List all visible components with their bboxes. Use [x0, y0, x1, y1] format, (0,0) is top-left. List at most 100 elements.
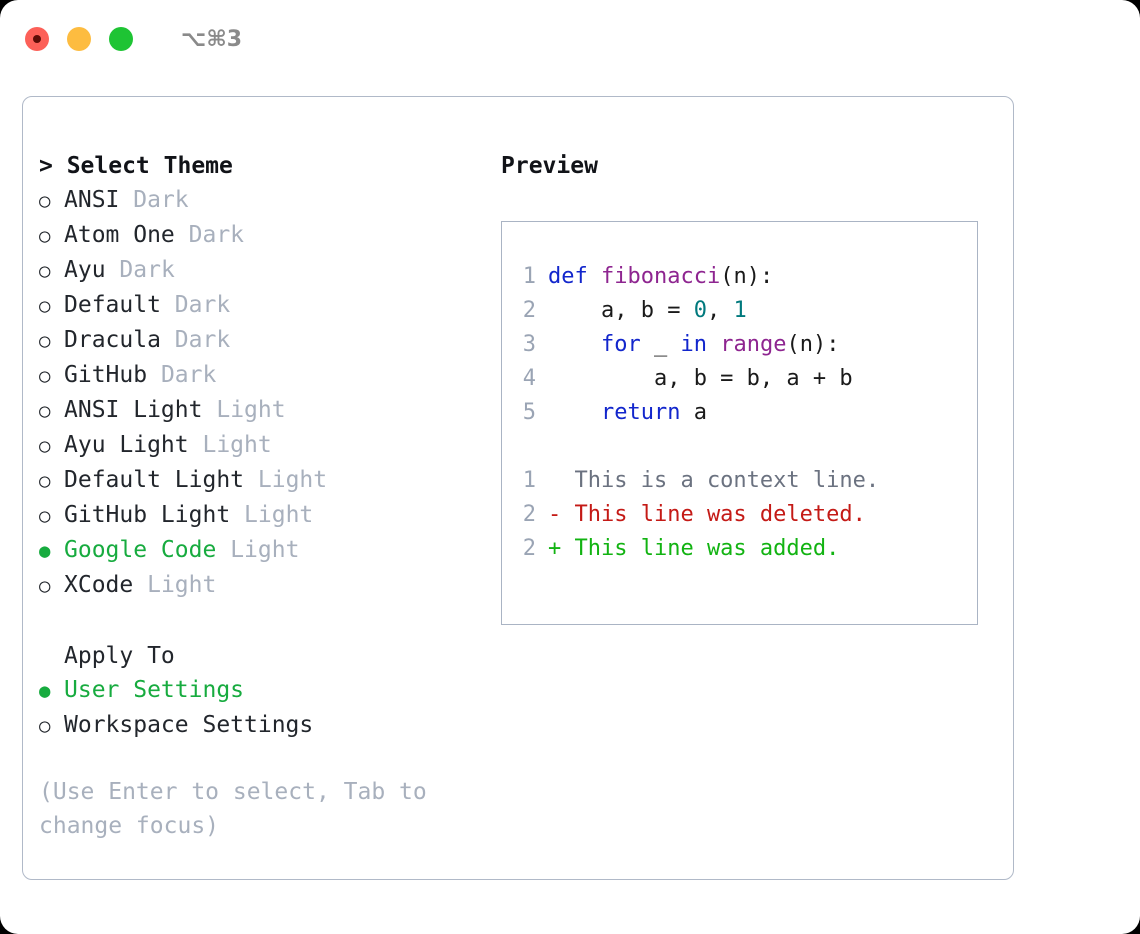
diff-sample: 1 This is a context line.2- This line wa… [502, 464, 977, 566]
minimize-button[interactable] [67, 27, 91, 51]
code-token-plain: a [680, 400, 707, 425]
radio-unselected-icon: ○ [39, 715, 51, 737]
spacer [147, 358, 161, 392]
spacer [244, 463, 258, 497]
radio-unselected-icon: ○ [39, 225, 51, 247]
spacer [161, 288, 175, 322]
code-text: for _ in range(n): [548, 328, 839, 362]
spacer [230, 498, 244, 532]
diff-line: 2- This line was deleted. [502, 498, 977, 532]
close-button[interactable] [25, 27, 49, 51]
theme-option-google-code[interactable]: ●Google Code Light [39, 533, 489, 568]
radio-unselected-icon: ○ [39, 190, 51, 212]
diff-line: 2 + This line was added. [502, 532, 977, 566]
radio-unselected-icon: ○ [39, 575, 51, 597]
theme-option-default[interactable]: ○ Default Dark [39, 288, 489, 323]
apply-option-workspace-settings[interactable]: ○ Workspace Settings [39, 708, 489, 743]
theme-name: Google Code [64, 537, 217, 563]
code-text: a, b = b, a + b [548, 362, 853, 396]
spacer [161, 323, 175, 357]
radio-unselected-icon: ○ [39, 260, 51, 282]
code-token-punc: (n): [720, 264, 774, 289]
theme-variant-tag: Dark [174, 327, 231, 353]
code-text: def fibonacci(n): [548, 260, 773, 294]
theme-option-ansi-light[interactable]: ○ANSI Light Light [39, 393, 489, 428]
line-number: 2 [522, 536, 536, 561]
line-number: 4 [522, 366, 536, 391]
apply-option-label: User Settings [64, 677, 245, 703]
theme-name: Dracula [64, 327, 161, 353]
radio-unselected-icon: ○ [39, 295, 51, 317]
diff-line: 1 This is a context line. [502, 464, 977, 498]
theme-option-ayu-light[interactable]: ○ Ayu Light Light [39, 428, 489, 463]
theme-option-ayu[interactable]: ○Ayu Dark [39, 253, 489, 288]
select-theme-heading: > Select Theme [39, 153, 233, 179]
code-line: 4 a, b = b, a + b [502, 362, 977, 396]
theme-variant-tag: Light [216, 397, 286, 423]
maximize-button[interactable] [109, 27, 133, 51]
theme-list: ○ANSI Dark○Atom One Dark○Ayu Dark○Defaul… [39, 183, 489, 603]
theme-option-github[interactable]: ○GitHub Dark [39, 358, 489, 393]
code-text: return a [548, 396, 707, 430]
theme-option-dracula[interactable]: ○Dracula Dark [39, 323, 489, 358]
spacer [175, 218, 189, 252]
theme-variant-tag: Light [147, 572, 217, 598]
theme-variant-tag: Light [244, 502, 314, 528]
theme-name: XCode [64, 572, 134, 598]
radio-unselected-icon: ○ [39, 470, 51, 492]
code-text: a, b = 0, 1 [548, 294, 747, 328]
theme-variant-tag: Dark [174, 292, 231, 318]
theme-option-ansi[interactable]: ○ANSI Dark [39, 183, 489, 218]
line-number: 2 [522, 298, 536, 323]
theme-name: Atom One [64, 222, 175, 248]
theme-name: Default [64, 292, 161, 318]
theme-variant-tag: Light [230, 537, 300, 563]
code-token-plain: _ [640, 332, 681, 357]
apply-option-label: Workspace Settings [64, 712, 314, 738]
theme-option-atom-one[interactable]: ○ Atom One Dark [39, 218, 489, 253]
code-token-kw: in [680, 332, 707, 357]
theme-selector-column: > Select Theme ○ANSI Dark○Atom One Dark○… [39, 149, 489, 843]
line-number: 5 [522, 400, 536, 425]
spacer [133, 568, 147, 602]
theme-option-xcode[interactable]: ○ XCode Light [39, 568, 489, 603]
code-token-kw: return [600, 400, 681, 425]
hint-spacer [39, 743, 489, 775]
diff-text: This is a context line. [548, 468, 880, 493]
theme-variant-tag: Dark [188, 222, 245, 248]
window-controls [25, 27, 133, 51]
theme-variant-tag: Light [202, 432, 272, 458]
code-token-plain: , [706, 298, 734, 323]
code-token-plain: a, b = [548, 298, 694, 323]
radio-selected-icon: ● [39, 680, 51, 702]
apply-to-heading: Apply To [64, 643, 175, 669]
apply-to-list: ● User Settings ○ Workspace Settings [39, 673, 489, 743]
diff-text: - This line was deleted. [548, 502, 866, 527]
code-token-num: 1 [733, 298, 747, 323]
theme-option-default-light[interactable]: ○Default Light Light [39, 463, 489, 498]
code-token-kw: def [548, 264, 601, 289]
radio-unselected-icon: ○ [39, 435, 51, 457]
code-token-plain [548, 400, 601, 425]
theme-variant-tag: Dark [119, 257, 175, 283]
theme-name: Default Light [64, 467, 245, 493]
spacer [106, 253, 120, 287]
apply-option-user-settings[interactable]: ● User Settings [39, 673, 489, 708]
code-token-punc: (n): [786, 332, 840, 357]
keyboard-shortcut-label: ⌥⌘3 [181, 26, 243, 52]
theme-option-github-light[interactable]: ○GitHub Light Light [39, 498, 489, 533]
titlebar: ⌥⌘3 [0, 0, 1140, 78]
spacer [202, 393, 216, 427]
spacer [216, 533, 230, 567]
line-number: 1 [522, 264, 536, 289]
main-panel: > Select Theme ○ANSI Dark○Atom One Dark○… [22, 96, 1014, 880]
theme-name: Ayu Light [64, 432, 189, 458]
keyboard-hint-text: (Use Enter to select, Tab to change focu… [39, 779, 441, 839]
radio-unselected-icon: ○ [39, 400, 51, 422]
radio-unselected-icon: ○ [39, 365, 51, 387]
code-token-fn: fibonacci [600, 264, 721, 289]
diff-text: + This line was added. [548, 536, 840, 561]
